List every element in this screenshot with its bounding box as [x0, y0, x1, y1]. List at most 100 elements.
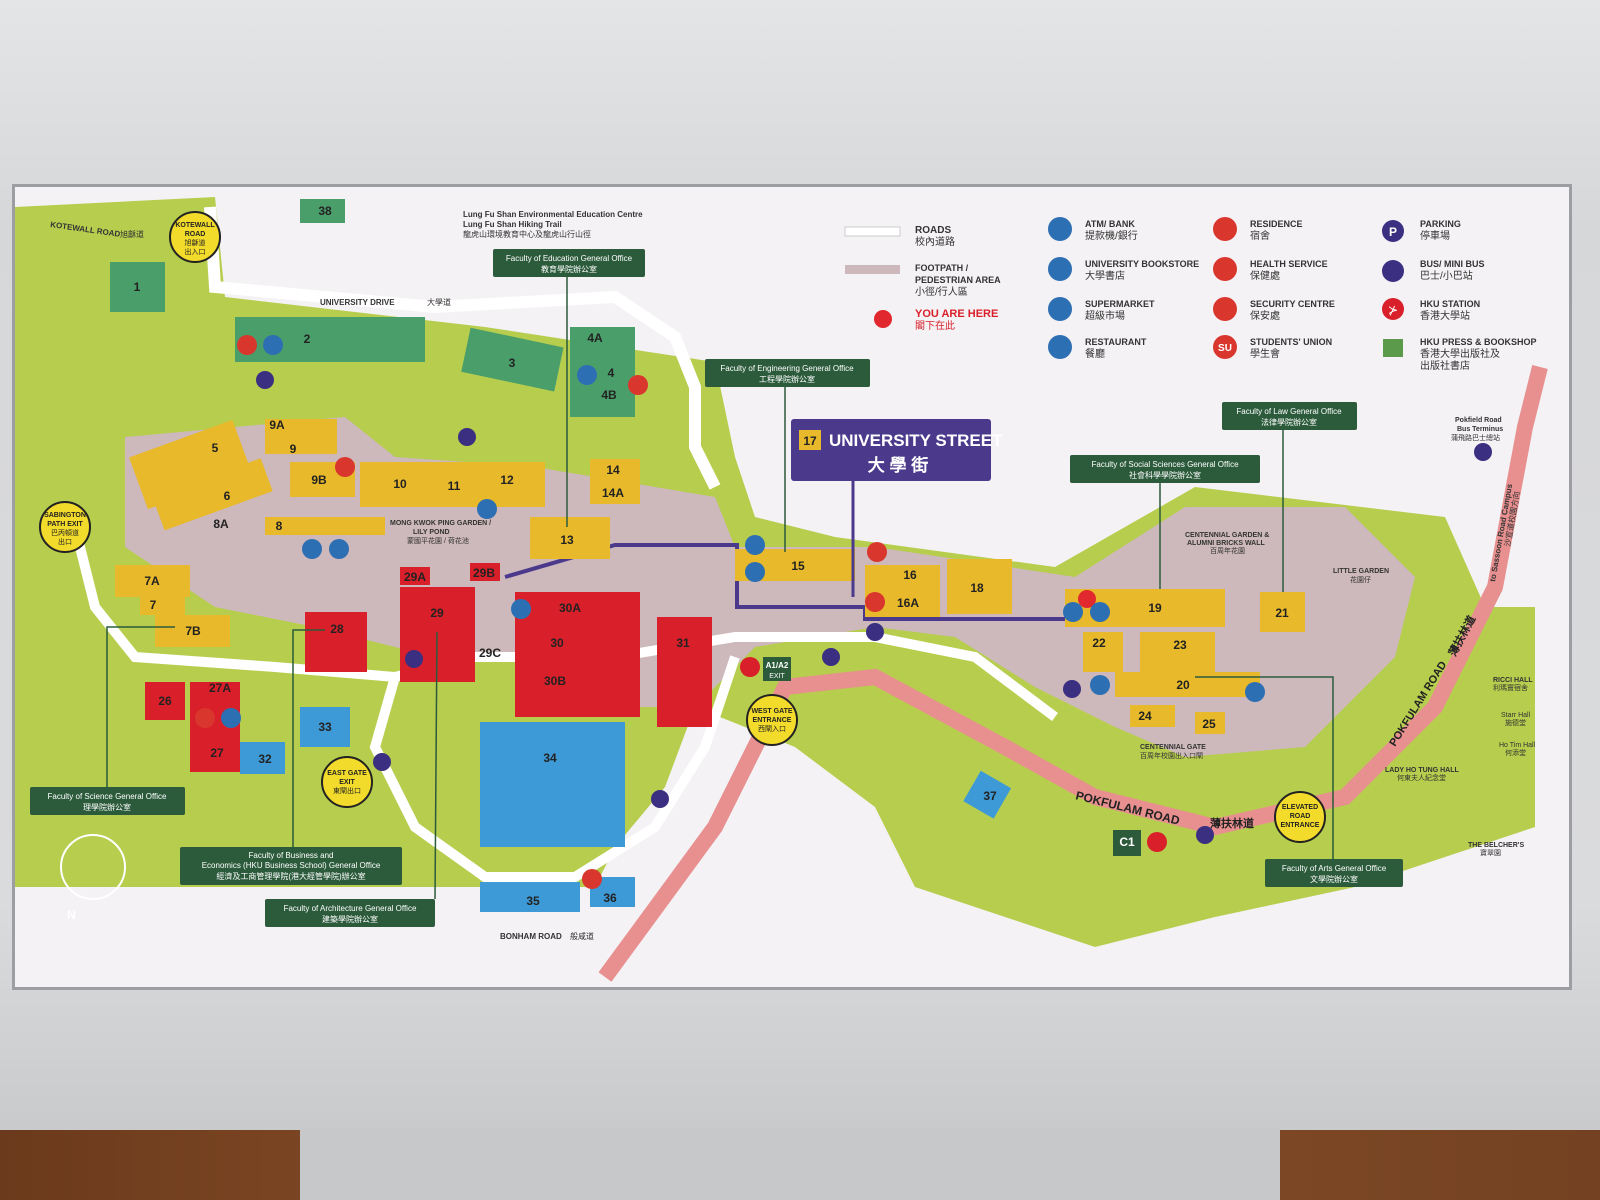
university-drive-label: UNIVERSITY DRIVE [320, 298, 395, 307]
building-36-label: 36 [603, 891, 617, 905]
building-28 [305, 612, 367, 672]
building-18-label: 18 [970, 581, 984, 595]
atm-icon [1090, 602, 1110, 622]
legend-press-zh: 香港大學出版社及 [1420, 347, 1500, 360]
poi-icons [195, 335, 1492, 889]
building-4-label: 4 [608, 366, 615, 380]
building-12 [470, 462, 545, 507]
building-28-label: 28 [330, 622, 344, 636]
building-29a [400, 567, 430, 585]
svg-text:EXIT: EXIT [339, 779, 355, 786]
svg-text:旭龢道: 旭龢道 [185, 238, 206, 247]
building-20-label: 20 [1176, 678, 1190, 692]
building-1 [110, 262, 165, 312]
legend-bus-zh: 巴士/小巴站 [1420, 269, 1473, 282]
building-14a-label: 14A [602, 486, 624, 500]
building-25 [1195, 712, 1225, 734]
sign-stand [300, 1128, 1280, 1200]
building-32 [240, 742, 285, 774]
ricci-hall-label: RICCI HALL [1493, 677, 1533, 684]
faculty-arts-zh: 文學院辦公室 [1310, 874, 1358, 884]
centennial-garden-label-zh: 百周年花園 [1210, 546, 1245, 555]
building-22 [1083, 632, 1123, 672]
building-9b-label: 9B [311, 473, 327, 487]
building-33-label: 33 [318, 720, 332, 734]
building-29c-label: 29C [479, 646, 501, 660]
building-20 [1115, 672, 1260, 697]
building-11-label: 11 [448, 479, 461, 493]
lady-ho-label-zh: 何東夫人紀念堂 [1397, 773, 1446, 782]
legend-parking-zh: 停車場 [1420, 229, 1450, 242]
supermarket-icon [302, 539, 322, 559]
faculty-business-zh: 經濟及工商管理學院(港大經管學院)辦公室 [216, 871, 365, 881]
exit-c1-sign: C1 [1113, 830, 1167, 856]
legend-security: SECURITY CENTRE [1250, 299, 1335, 309]
faculty-business: Faculty of Business and [249, 851, 334, 860]
building-7b [155, 615, 230, 647]
legend-atm: ATM/ BANK [1085, 219, 1135, 229]
svg-text:EAST GATE: EAST GATE [327, 770, 367, 777]
legend-press-zh-2: 出版社書店 [1420, 359, 1470, 372]
belcher-label-zh: 寶翠園 [1480, 848, 1501, 857]
security-icon [582, 869, 602, 889]
parking-icon [458, 428, 476, 446]
atm-icon [1048, 217, 1072, 241]
bookstore-icon [1048, 257, 1072, 281]
bus-icon [1196, 826, 1214, 844]
legend-health: HEALTH SERVICE [1250, 259, 1328, 269]
faculty-education-zh: 教育學院辦公室 [541, 264, 597, 274]
building-38 [300, 199, 345, 223]
building-19-label: 19 [1148, 601, 1162, 615]
legend-bookstore: UNIVERSITY BOOKSTORE [1085, 259, 1199, 269]
centennial-garden-label-2: ALUMNI BRICKS WALL [1187, 540, 1265, 547]
exit-a1a2-sign: A1/A2 EXIT [740, 657, 791, 681]
building-35-label: 35 [526, 894, 540, 908]
svg-text:UNIVERSITY STREET: UNIVERSITY STREET [829, 431, 1003, 450]
svg-text:C1: C1 [1119, 835, 1135, 849]
svg-text:ENTRANCE: ENTRANCE [1281, 822, 1320, 829]
residence-icon [195, 708, 215, 728]
building-34 [480, 722, 625, 847]
little-garden-label: LITTLE GARDEN [1333, 568, 1389, 575]
west-gate-badge: WEST GATE ENTRANCE 西閘入口 [746, 694, 798, 746]
residence-icon [867, 542, 887, 562]
building-11 [440, 462, 470, 507]
bookstore-icon [1090, 675, 1110, 695]
ho-tim-hall-label: Ho Tim Hall [1499, 742, 1536, 749]
building-18 [947, 559, 1012, 614]
building-14 [590, 459, 640, 504]
building-35 [480, 882, 580, 912]
legend-su: STUDENTS' UNION [1250, 337, 1332, 347]
centennial-gate-label-zh: 百周年校園出入口閘 [1140, 751, 1203, 760]
building-3 [461, 327, 564, 392]
bus-icon [822, 648, 840, 666]
svg-text:KOTEWALL: KOTEWALL [175, 222, 215, 229]
building-13 [530, 517, 610, 559]
building-26-label: 26 [158, 694, 172, 708]
lung-fu-shan-label-2: Lung Fu Shan Hiking Trail [463, 220, 562, 229]
faculty-law-zh: 法律學院辦公室 [1261, 417, 1317, 427]
pokfulam-road-label-zh: 薄扶林道 [1210, 816, 1254, 830]
building-29-label: 29 [430, 606, 444, 620]
svg-text:巴丙頓道: 巴丙頓道 [51, 528, 79, 537]
building-34-label: 34 [543, 751, 557, 765]
parking-icon [1063, 680, 1081, 698]
restaurant-icon [329, 539, 349, 559]
svg-text:ROAD: ROAD [185, 231, 206, 238]
building-2 [235, 317, 425, 362]
mtr-icon [1382, 298, 1404, 320]
restaurant-icon [1063, 602, 1083, 622]
legend-supermarket: SUPERMARKET [1085, 299, 1155, 309]
faculty-engineering-zh: 工程學院辦公室 [759, 374, 815, 384]
starr-hall-label-zh: 施德堂 [1505, 718, 1526, 727]
svg-text:PATH EXIT: PATH EXIT [47, 521, 83, 528]
legend-security-zh: 保安處 [1250, 309, 1280, 322]
mong-kwok-ping-label-zh: 蒙國平花園 / 荷花池 [407, 536, 469, 545]
building-10 [360, 462, 440, 507]
building-14-label: 14 [606, 463, 620, 477]
pokfield-road-label-zh: 蒲飛路巴士總站 [1451, 433, 1500, 442]
svg-text:出入口: 出入口 [185, 247, 206, 256]
svg-text:大 學 街: 大 學 街 [868, 455, 928, 475]
building-23 [1140, 632, 1215, 672]
faculty-architecture: Faculty of Architecture General Office [284, 904, 417, 913]
